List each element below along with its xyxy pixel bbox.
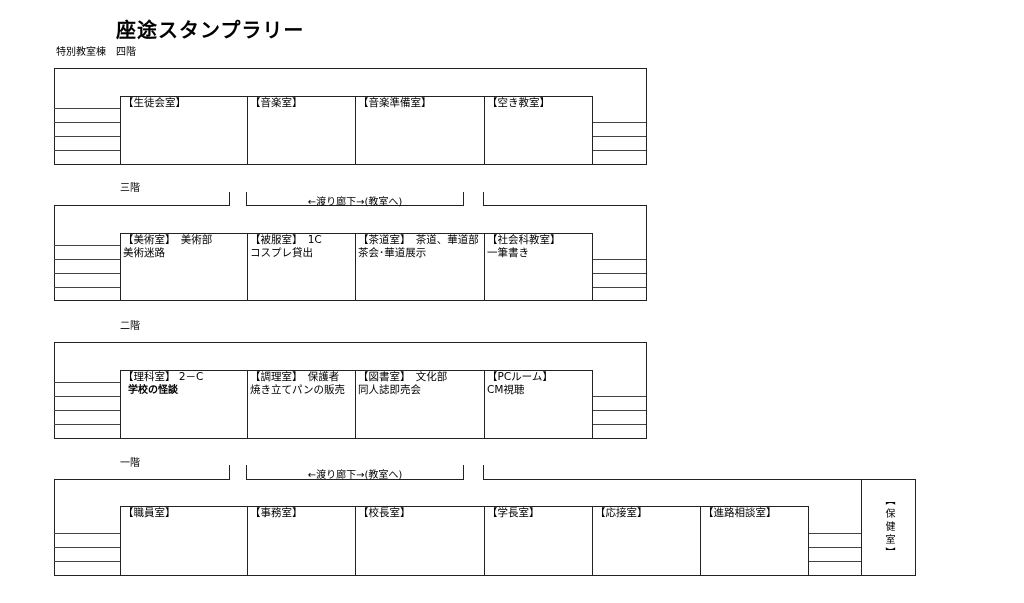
stairs-line [592, 259, 646, 260]
room-career-counseling: 【進路相談室】 [700, 506, 809, 576]
stairs-line [54, 273, 120, 274]
stairs-line [54, 150, 120, 151]
corridor-wall [463, 192, 464, 206]
room-music: 【音楽室】 [247, 96, 356, 165]
stairs-line [54, 122, 120, 123]
room-label: 【事務室】 [250, 507, 303, 519]
stairs-line [54, 108, 120, 109]
room-event: 美術迷路 [123, 247, 165, 259]
room-health: 【保健室】 [861, 479, 916, 576]
room-label: 【美術室】 美術部 [123, 234, 213, 246]
room-tea-ceremony: 【茶道室】 茶道、華道部茶会･華道展示 [355, 233, 485, 301]
room-label: 【職員室】 [123, 507, 176, 519]
room-library: 【図書室】 文化部同人誌即売会 [355, 370, 485, 439]
corridor-gap [230, 203, 246, 207]
room-music-prep: 【音楽準備室】 [355, 96, 485, 165]
room-label: 【被服室】 1C [250, 234, 322, 246]
stairs-line [592, 424, 646, 425]
room-label: 【校長室】 [358, 507, 411, 519]
room-social-studies: 【社会科教室】一筆書き [484, 233, 593, 301]
page-title: 座途スタンプラリー [116, 18, 305, 42]
room-principal: 【校長室】 [355, 506, 485, 576]
corridor-gap [464, 203, 483, 207]
room-label: 【PCルーム】 [487, 371, 553, 383]
room-art: 【美術室】 美術部美術迷路 [120, 233, 248, 301]
room-label: 【図書室】 文化部 [358, 371, 448, 383]
stairs-line [592, 396, 646, 397]
stairs-line [54, 259, 120, 260]
corridor-label: ←渡り廊下→(教室へ) [307, 197, 403, 208]
room-student-council: 【生徒会室】 [120, 96, 248, 165]
room-office: 【事務室】 [247, 506, 356, 576]
room-dean: 【学長室】 [484, 506, 593, 576]
stairs-line [808, 533, 862, 534]
floor-1-label: 一階 [120, 458, 140, 469]
corridor-wall [229, 192, 230, 206]
stairs-line [54, 245, 120, 246]
stairs-line [592, 122, 646, 123]
room-staff: 【職員室】 [120, 506, 248, 576]
room-cooking: 【調理室】 保護者焼き立てパンの販売 [247, 370, 356, 439]
corridor-label: ←渡り廊下→(教室へ) [307, 470, 403, 481]
room-label: 【応接室】 [595, 507, 648, 519]
corridor-wall [463, 465, 464, 480]
room-event: 一筆書き [487, 247, 529, 259]
corridor-wall [246, 192, 247, 206]
room-label: 【社会科教室】 [487, 234, 561, 246]
room-reception: 【応接室】 [592, 506, 701, 576]
stairs-line [54, 424, 120, 425]
stairs-line [54, 561, 120, 562]
room-event: 焼き立てパンの販売 [250, 384, 346, 396]
corridor-wall [229, 465, 230, 480]
floor-3-label: 三階 [120, 183, 140, 194]
stairs-line [54, 547, 120, 548]
corridor-wall [483, 192, 484, 206]
room-empty-classroom: 【空き教室】 [484, 96, 593, 165]
stairs-line [54, 136, 120, 137]
room-label: 【理科室】 2－C [123, 371, 204, 383]
corridor-wall [483, 465, 484, 480]
stairs-line [54, 533, 120, 534]
room-event: 同人誌即売会 [358, 384, 421, 396]
stairs-line [54, 396, 120, 397]
room-label: 【音楽室】 [250, 97, 303, 109]
room-label: 【学長室】 [487, 507, 540, 519]
stairs-line [808, 561, 862, 562]
stairs-line [808, 547, 862, 548]
stairs-line [592, 410, 646, 411]
stairs-line [592, 150, 646, 151]
stairs-line [592, 273, 646, 274]
stairs-line [54, 382, 120, 383]
room-label: 【調理室】 保護者 [250, 371, 340, 383]
room-event: 学校の怪談 [128, 385, 178, 396]
floor-2-label: 二階 [120, 321, 140, 332]
room-event: CM視聴 [487, 384, 525, 396]
room-label: 【進路相談室】 [703, 507, 777, 519]
room-label: 【空き教室】 [487, 97, 550, 109]
room-label: 【茶道室】 茶道、華道部 [358, 234, 479, 246]
corridor-wall [246, 465, 247, 480]
stairs-line [54, 287, 120, 288]
room-label: 【生徒会室】 [123, 97, 186, 109]
corridor-gap [464, 477, 483, 481]
room-pc: 【PCルーム】CM視聴 [484, 370, 593, 439]
stairs-line [592, 287, 646, 288]
room-event: コスプレ貸出 [250, 247, 313, 259]
room-event: 茶会･華道展示 [358, 247, 427, 259]
room-label: 【音楽準備室】 [358, 97, 432, 109]
building-floor-label: 特別教室棟 四階 [56, 47, 136, 58]
stairs-line [592, 136, 646, 137]
stairs-line [54, 410, 120, 411]
room-science: 【理科室】 2－C 学校の怪談 [120, 370, 248, 439]
corridor-gap [230, 477, 246, 481]
